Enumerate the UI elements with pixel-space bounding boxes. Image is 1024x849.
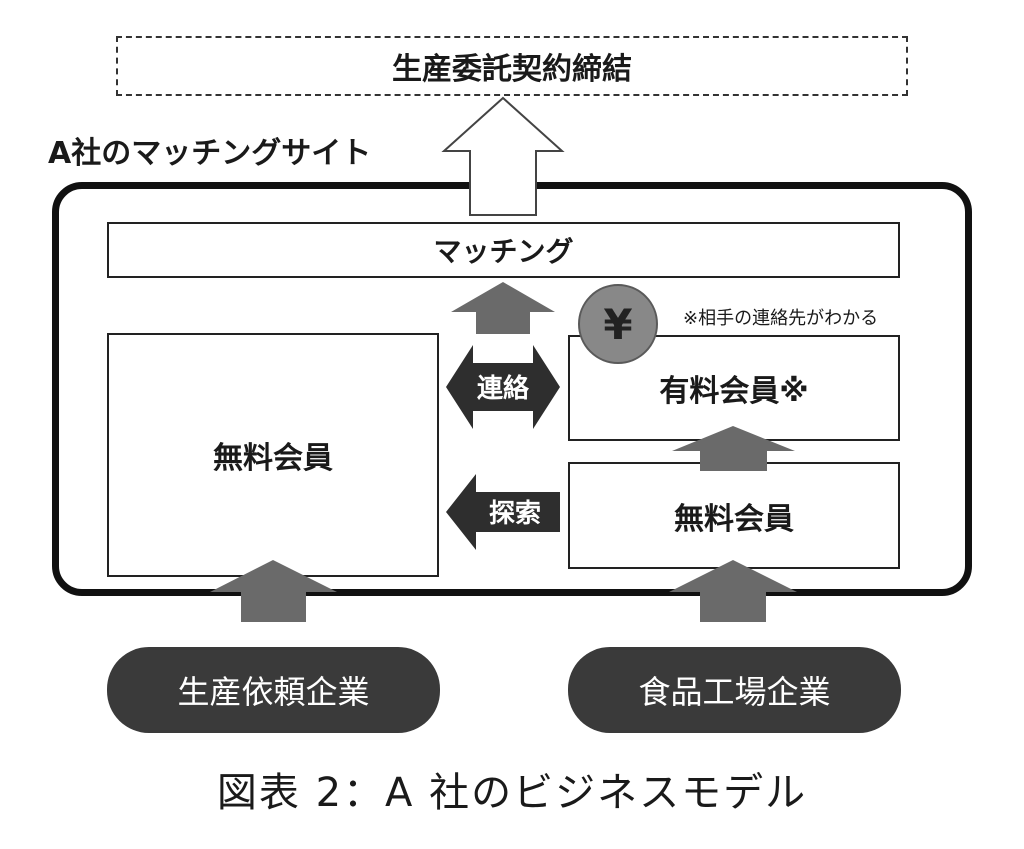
matching-label: マッチング bbox=[433, 235, 574, 268]
up-arrow-matching bbox=[451, 282, 555, 334]
contract-label: 生産委託契約締結 bbox=[392, 52, 632, 87]
figure-caption: 図表 2：A 社のビジネスモデル bbox=[216, 770, 808, 816]
free-member-label-right: 無料会員 bbox=[674, 501, 794, 537]
company-label-left: 生産依頼企業 bbox=[177, 673, 370, 711]
paid-member-note: ※相手の連絡先がわかる bbox=[683, 308, 879, 329]
free-member-label-left: 無料会員 bbox=[213, 441, 333, 476]
company-pill-left: 生産依頼企業 bbox=[107, 647, 440, 733]
up-arrow-left-company bbox=[210, 560, 337, 622]
contract-box: 生産委託契約締結 bbox=[116, 36, 908, 96]
search-label: 探索 bbox=[489, 499, 541, 529]
contact-double-arrow bbox=[446, 345, 560, 429]
company-label-right: 食品工場企業 bbox=[638, 673, 831, 711]
up-arrow-right-company bbox=[669, 560, 797, 622]
paid-member-label: 有料会員※ bbox=[659, 374, 809, 409]
contact-label: 連絡 bbox=[477, 373, 530, 404]
site-title: A社のマッチングサイト bbox=[48, 136, 372, 171]
up-arrow-free-to-paid bbox=[672, 426, 795, 471]
search-left-arrow bbox=[446, 474, 560, 550]
free-member-box-right: 無料会員 bbox=[568, 462, 900, 569]
free-member-box-left: 無料会員 bbox=[107, 333, 439, 577]
matching-box: マッチング bbox=[107, 222, 900, 278]
hollow-up-arrow bbox=[441, 96, 565, 216]
company-pill-right: 食品工場企業 bbox=[568, 647, 901, 733]
yen-symbol: ¥ bbox=[603, 299, 633, 349]
yen-coin-icon: ¥ bbox=[578, 284, 658, 364]
